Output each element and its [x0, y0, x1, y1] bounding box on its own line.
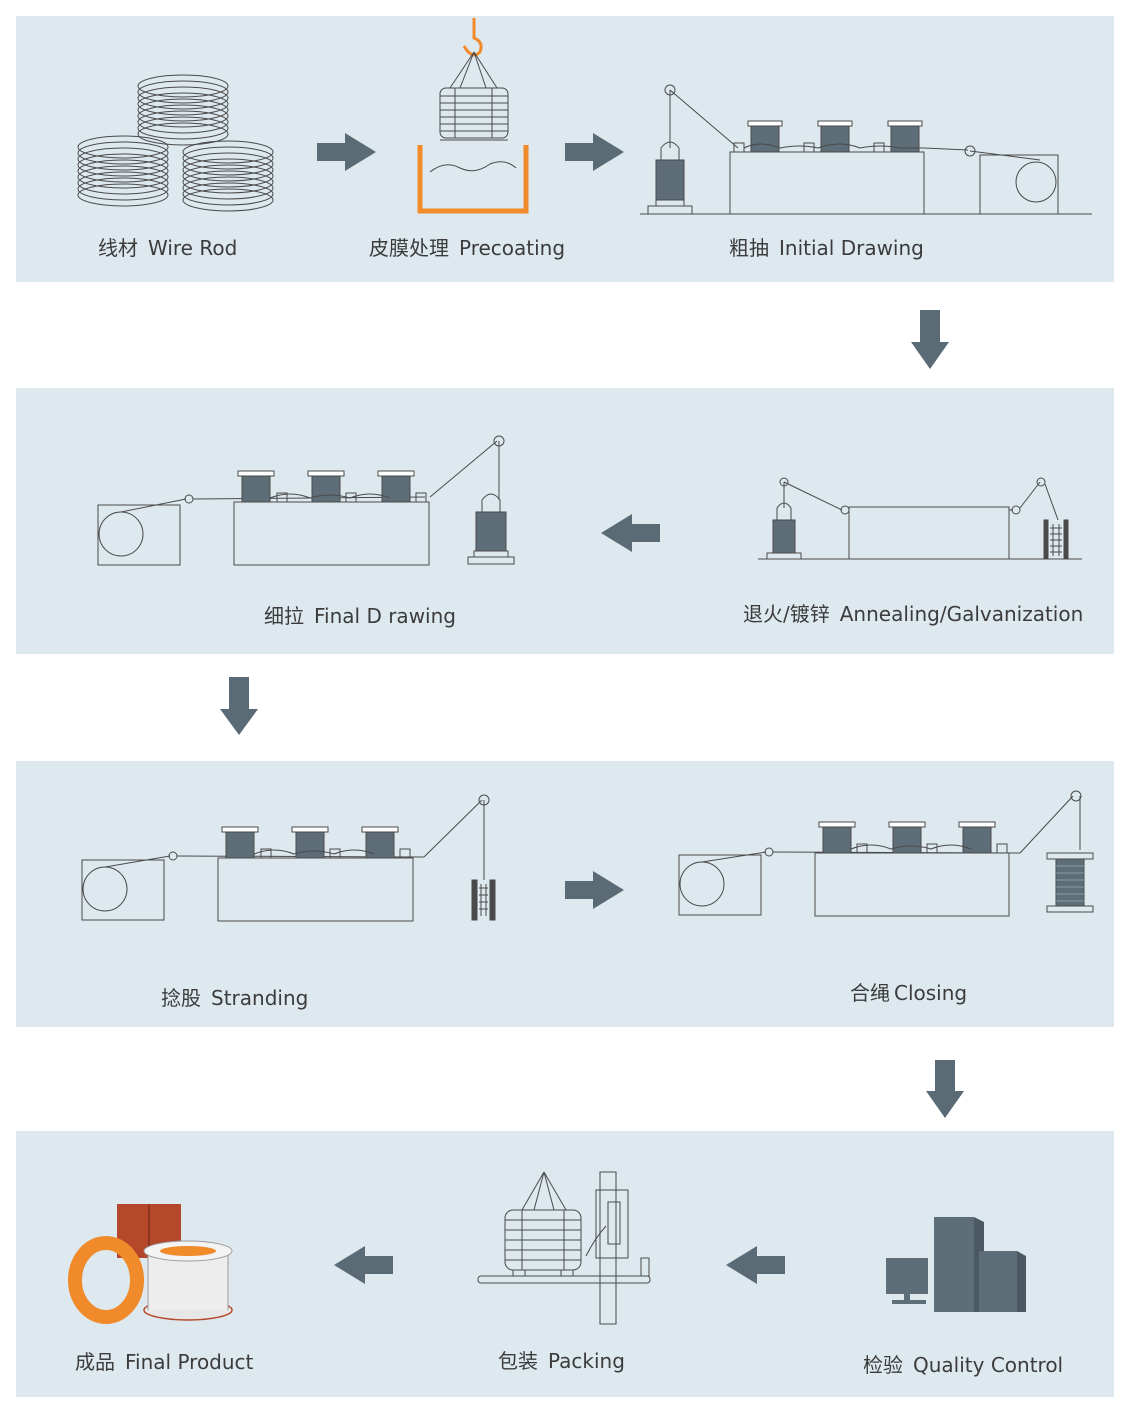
arrow-left-icon	[726, 1246, 785, 1284]
step-label-en: Closing	[894, 981, 968, 1005]
step-label-zh: 退火/镀锌	[743, 602, 830, 626]
wire-rod-illustration	[77, 74, 274, 212]
step-label-zh: 成品	[75, 1350, 115, 1374]
step-label-en: Initial Drawing	[779, 236, 924, 260]
step-label-wire-rod: 线材 Wire Rod	[98, 232, 237, 261]
step-label-precoating: 皮膜处理 Precoating	[369, 232, 565, 261]
arrow-down-icon	[911, 310, 949, 369]
step-label-annealing: 退火/镀锌 Annealing/Galvanization	[743, 598, 1083, 627]
step-label-zh: 皮膜处理	[369, 236, 449, 260]
panel-row-2	[16, 388, 1114, 654]
arrow-right-icon	[317, 133, 376, 171]
step-label-en: Precoating	[459, 236, 566, 260]
arrow-right-icon	[565, 133, 624, 171]
step-label-en: Final D rawing	[314, 604, 456, 628]
precoating-illustration	[417, 18, 529, 214]
step-label-initial-drawing: 粗抽 Initial Drawing	[729, 232, 924, 261]
step-label-en: Stranding	[211, 986, 309, 1010]
step-label-final-product: 成品 Final Product	[75, 1346, 253, 1375]
step-label-stranding: 捻股 Stranding	[161, 982, 308, 1011]
step-label-zh: 线材	[98, 236, 138, 260]
arrow-down-icon	[220, 677, 258, 735]
initial-drawing-illustration	[640, 84, 1092, 215]
step-label-packing: 包装 Packing	[498, 1345, 625, 1374]
step-label-zh: 包装	[498, 1349, 538, 1373]
arrow-down-icon	[926, 1060, 964, 1118]
step-label-zh: 粗抽	[729, 236, 769, 260]
step-label-en: Annealing/Galvanization	[839, 602, 1084, 626]
step-label-zh: 细拉	[264, 604, 304, 628]
step-label-quality-control: 检验 Quality Control	[863, 1349, 1063, 1378]
closing-illustration	[678, 790, 1094, 917]
quality-control-illustration	[886, 1217, 1026, 1312]
step-label-zh: 合绳	[850, 981, 890, 1005]
step-label-zh: 捻股	[161, 986, 201, 1010]
final-drawing-illustration	[97, 435, 515, 566]
step-label-en: Final Product	[125, 1350, 254, 1374]
final-product-illustration	[68, 1204, 233, 1324]
arrow-right-icon	[565, 871, 624, 909]
arrow-left-icon	[334, 1246, 393, 1284]
step-label-en: Quality Control	[913, 1353, 1064, 1377]
step-label-en: Wire Rod	[148, 236, 238, 260]
arrow-left-icon	[601, 514, 660, 552]
step-label-final-drawing: 细拉 Final D rawing	[264, 600, 456, 629]
annealing-illustration	[758, 477, 1082, 560]
step-label-en: Packing	[548, 1349, 625, 1373]
step-label-zh: 检验	[863, 1353, 903, 1377]
packing-illustration	[477, 1171, 651, 1325]
stranding-illustration	[81, 794, 496, 922]
